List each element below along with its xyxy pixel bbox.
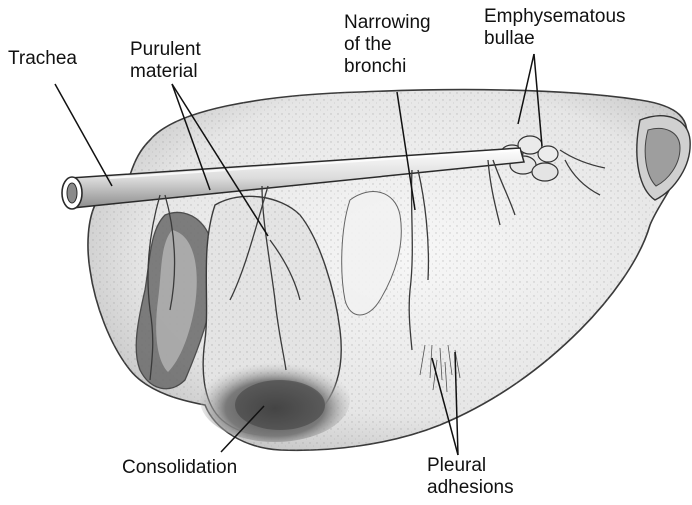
consolidation-area bbox=[200, 358, 350, 442]
label-emphysematous-line1: Emphysematous bbox=[484, 6, 626, 28]
label-consolidation: Consolidation bbox=[122, 457, 237, 479]
lung-apex-opening bbox=[637, 116, 690, 200]
label-narrowing-line2: of the bbox=[344, 34, 392, 56]
label-narrowing-line1: Narrowing bbox=[344, 12, 431, 34]
label-purulent-material-line2: material bbox=[130, 61, 198, 83]
label-narrowing-line3: bronchi bbox=[344, 56, 406, 78]
label-emphysematous-line2: bullae bbox=[484, 28, 535, 50]
label-pleural-line2: adhesions bbox=[427, 477, 514, 499]
leader-trachea bbox=[55, 84, 112, 186]
label-pleural-line1: Pleural bbox=[427, 455, 486, 477]
label-purulent-material-line1: Purulent bbox=[130, 39, 201, 61]
label-trachea: Trachea bbox=[8, 48, 77, 70]
